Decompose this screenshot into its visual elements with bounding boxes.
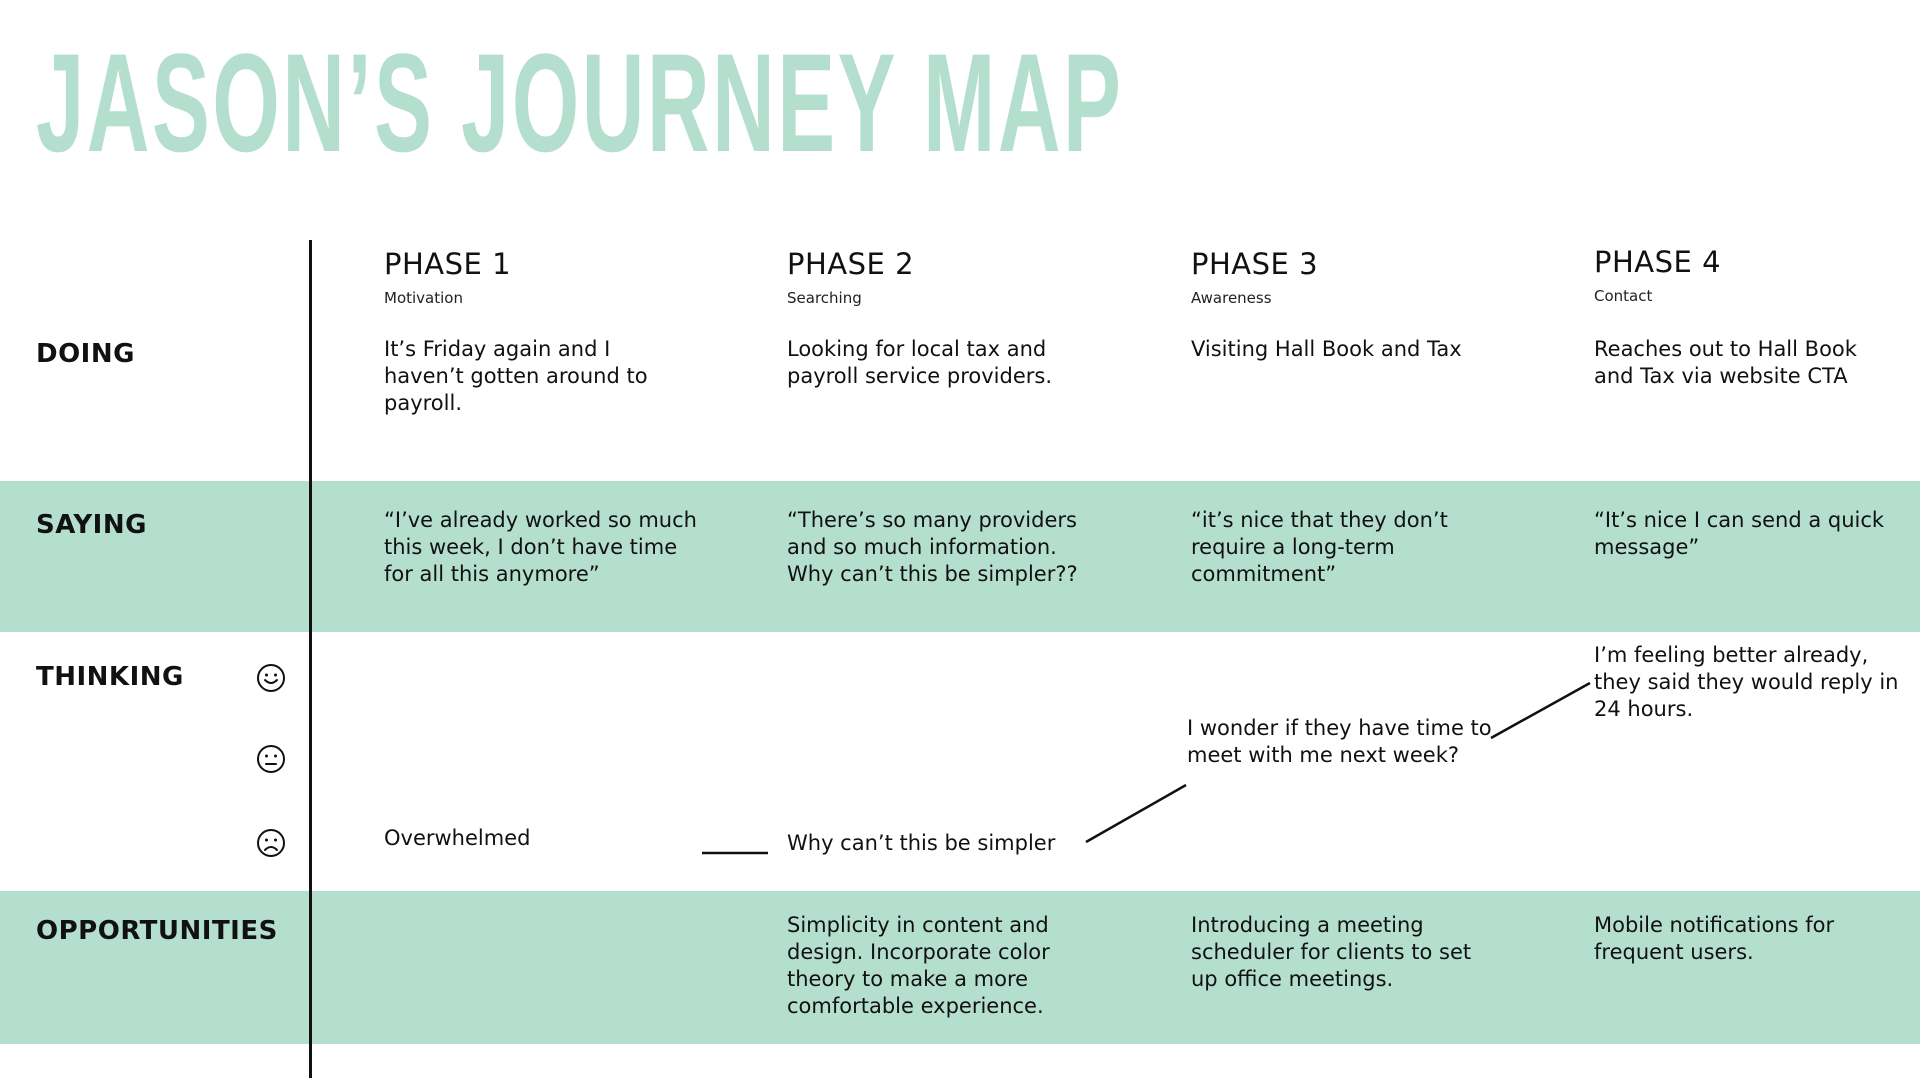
phase-subtitle: Awareness xyxy=(1191,289,1272,307)
opportunities-phase-2: Simplicity in content and design. Incorp… xyxy=(787,913,1050,1018)
row-label-opportunities: OPPORTUNITIES xyxy=(36,916,278,946)
phase-title: PHASE 2 xyxy=(787,247,915,281)
doing-phase-3: Visiting Hall Book and Tax xyxy=(1191,337,1462,361)
phase-subtitle: Motivation xyxy=(384,289,463,307)
saying-phase-3: “it’s nice that they don’t require a lon… xyxy=(1191,508,1448,586)
connector-line-3 xyxy=(1490,681,1591,740)
saying-phase-1: “I’ve already worked so much this week, … xyxy=(384,508,697,586)
opportunities-phase-3: Introducing a meeting scheduler for clie… xyxy=(1191,913,1472,991)
sad-face-icon xyxy=(257,829,285,857)
doing-phase-2: Looking for local tax and payroll servic… xyxy=(787,337,1053,388)
smiling-face-icon xyxy=(257,664,285,692)
saying-phase-4: “It’s nice I can send a quick message” xyxy=(1594,508,1885,559)
opportunities-band xyxy=(0,891,1920,1044)
phase-3-header: PHASE 3 Awareness xyxy=(1191,247,1531,307)
thinking-phase-3: I wonder if they have time to meet with … xyxy=(1187,716,1492,767)
row-label-thinking: THINKING xyxy=(36,662,184,692)
phase-subtitle: Contact xyxy=(1594,287,1653,305)
phase-1-header: PHASE 1 Motivation xyxy=(384,247,724,307)
neutral-face-icon xyxy=(257,745,285,773)
phase-title: PHASE 4 xyxy=(1594,245,1722,279)
saying-band xyxy=(0,481,1920,632)
saying-phase-2: “There’s so many providers and so much i… xyxy=(787,508,1078,586)
thinking-phase-4: I’m feeling better already, they said th… xyxy=(1594,643,1899,721)
page-title: JASON’S JOURNEY MAP xyxy=(36,24,1124,181)
doing-phase-1: It’s Friday again and I haven’t gotten a… xyxy=(384,337,648,415)
row-label-saying: SAYING xyxy=(36,510,147,540)
phase-4-header: PHASE 4 Contact xyxy=(1594,245,1920,305)
phase-title: PHASE 1 xyxy=(384,247,512,281)
phase-title: PHASE 3 xyxy=(1191,247,1319,281)
column-divider xyxy=(309,240,312,1078)
phase-2-header: PHASE 2 Searching xyxy=(787,247,1127,307)
doing-phase-4: Reaches out to Hall Book and Tax via web… xyxy=(1594,337,1857,388)
opportunities-phase-4: Mobile notifications for frequent users. xyxy=(1594,913,1835,964)
row-label-doing: DOING xyxy=(36,339,135,369)
thinking-phase-2: Why can’t this be simpler xyxy=(787,831,1056,855)
thinking-phase-1: Overwhelmed xyxy=(384,826,531,850)
connector-line-2 xyxy=(1085,783,1187,844)
phase-subtitle: Searching xyxy=(787,289,862,307)
